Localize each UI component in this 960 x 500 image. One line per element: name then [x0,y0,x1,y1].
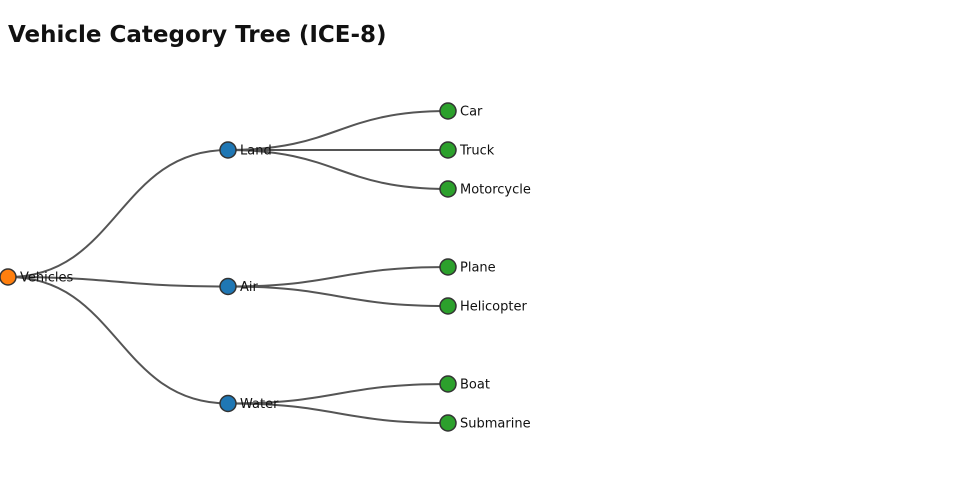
tree-link-plane [227,266,449,288]
node-circle[interactable] [0,268,17,286]
node-label: Truck [459,144,495,159]
tree-node-motorcycle[interactable]: Motorcycle [439,180,531,198]
tree-link-air [7,276,229,288]
tree-node-air[interactable]: Air [219,277,259,296]
node-circle[interactable] [439,375,457,393]
tree-node-helicopter[interactable]: Helicopter [439,297,527,315]
tree-node-truck[interactable]: Truck [439,141,495,159]
tree-link-car [227,110,449,151]
node-circle[interactable] [439,414,457,432]
page-title: Vehicle Category Tree (ICE-8) [8,22,387,48]
node-circle[interactable] [439,180,457,198]
node-label: Plane [460,261,496,276]
node-circle[interactable] [219,277,237,296]
tree-node-submarine[interactable]: Submarine [439,414,531,432]
node-circle[interactable] [219,141,237,159]
node-circle[interactable] [439,258,457,276]
node-circle[interactable] [439,297,457,315]
tree-link-motorcycle [227,149,449,190]
tree-node-land[interactable]: Land [219,141,272,159]
node-label: Submarine [460,417,531,432]
node-label: Boat [460,378,490,393]
node-label: Vehicles [20,271,73,286]
node-label: Land [240,144,272,159]
tree-link-helicopter [227,285,449,307]
node-circle[interactable] [219,394,237,413]
tree-link-land [7,149,229,278]
node-circle[interactable] [439,141,457,159]
tree-link-submarine [227,402,449,424]
tree-link-boat [227,383,449,405]
node-label: Helicopter [460,300,527,315]
node-label: Water [240,397,279,412]
tree-node-plane[interactable]: Plane [439,258,496,276]
tree-node-boat[interactable]: Boat [439,375,490,393]
node-label: Air [240,280,259,295]
tree-link-water [7,276,229,405]
node-label: Car [460,105,483,120]
tree-node-water[interactable]: Water [219,394,279,413]
tree-node-car[interactable]: Car [439,102,483,120]
tree-node-vehicles[interactable]: Vehicles [0,268,73,286]
node-label: Motorcycle [460,183,531,198]
node-circle[interactable] [439,102,457,120]
